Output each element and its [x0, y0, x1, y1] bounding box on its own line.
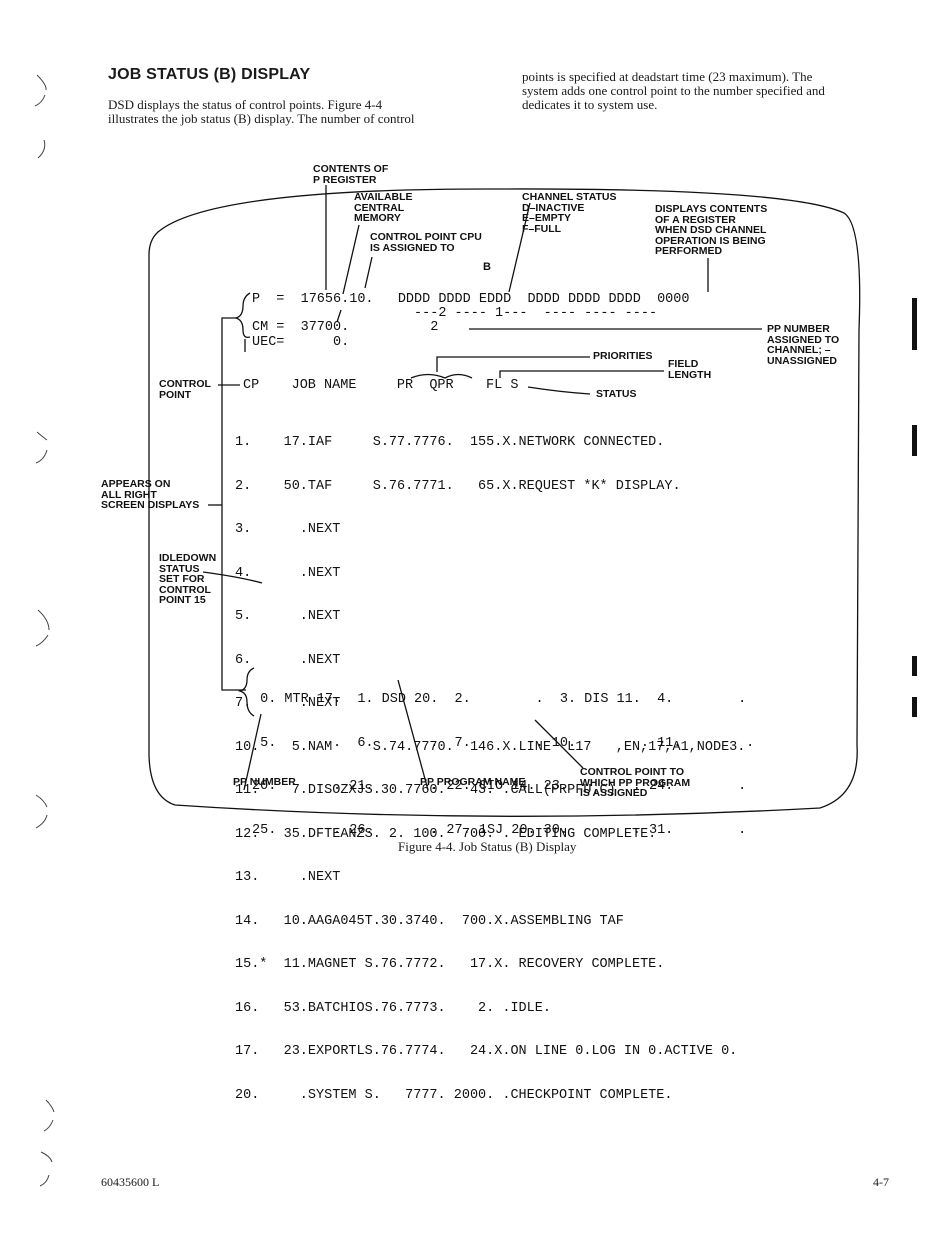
- control-point-row: 3. .NEXT: [235, 522, 341, 537]
- para-left-line-1: DSD displays the status of control point…: [108, 97, 383, 112]
- pp-row: 20. . 21. . 22. CIO 14. 23. . 24. .: [252, 779, 747, 794]
- screen-cm-line: CM = 37700. 2: [252, 320, 439, 335]
- intro-paragraph-left: DSD displays the status of control point…: [108, 98, 490, 126]
- pointer-pp-number: [243, 713, 262, 791]
- control-point-row: 7. .NEXT: [235, 696, 341, 711]
- screen-p-line: P = 17656.10. DDDD DDDD EDDD DDDD DDDD D…: [252, 292, 690, 307]
- pointer-pp-program-name: [397, 679, 429, 791]
- annotation-cp-pp-program: CONTROL POINT TO WHICH PP PROGRAM IS ASS…: [580, 766, 691, 799]
- annotation-contents-p: CONTENTS OF P REGISTER: [313, 163, 389, 186]
- pp-table: 0. MTR 17. 1. DSD 20. 2. . 3. DIS 11. 4.…: [252, 664, 754, 853]
- change-bar: [912, 697, 917, 717]
- para-right-line-3: dedicates it to system use.: [522, 97, 658, 112]
- annotation-channel-status: CHANNEL STATUS D–INACTIVE E–EMPTY F–FULL: [522, 191, 617, 235]
- footer-page-number: 4-7: [873, 1175, 889, 1189]
- annotation-idledown: IDLEDOWN STATUS SET FOR CONTROL POINT 15: [159, 552, 217, 606]
- figure-caption: Figure 4-4. Job Status (B) Display: [398, 839, 577, 854]
- para-left-line-2: illustrates the job status (B) display. …: [108, 111, 415, 126]
- pointer-available-cm: [342, 224, 360, 295]
- annotation-priorities: PRIORITIES: [593, 350, 653, 362]
- pointer-channel-status: [508, 202, 531, 293]
- intro-paragraph-right: points is specified at deadstart time (2…: [522, 70, 906, 112]
- annotation-pp-number: PP NUMBER: [233, 776, 296, 788]
- pointer-cp-pp-program: [534, 719, 584, 769]
- pointer-field-length: [499, 370, 664, 378]
- pointer-cp-cpu: [364, 256, 373, 289]
- control-point-row: 4. .NEXT: [235, 565, 341, 581]
- screen-dash-line: ---2 ---- 1--- ---- ---- ----: [252, 306, 658, 321]
- pp-row: 0. MTR 17. 1. DSD 20. 2. . 3. DIS 11. 4.…: [252, 692, 747, 707]
- screen-header-line: CP JOB NAME PR QPR FL S: [243, 378, 519, 393]
- pointer-idledown: [202, 571, 263, 584]
- annotation-displays-a: DISPLAYS CONTENTS OF A REGISTER WHEN DSD…: [655, 203, 768, 257]
- section-heading: JOB STATUS (B) DISPLAY: [108, 66, 311, 83]
- pointer-cm-value: [336, 309, 342, 323]
- pp-row: 25. . 26. . 27. 1SJ 20. 30. . 31. .: [252, 822, 747, 838]
- control-point-row: 11. 7.DISOZXJS.30.7760. 43. .CALL(PRPFU.…: [235, 783, 616, 798]
- footer-doc-number: 60435600 L: [101, 1175, 160, 1189]
- annotation-pp-assigned: PP NUMBER ASSIGNED TO CHANNEL; – UNASSIG…: [767, 323, 840, 367]
- bracket-appears-on: [221, 317, 246, 691]
- pointer-status: [527, 386, 591, 395]
- control-point-row: 16. 53.BATCHIOS.76.7773. 2. .IDLE.: [235, 1000, 551, 1016]
- change-bar: [912, 425, 917, 456]
- control-point-row: 5. .NEXT: [235, 609, 341, 624]
- annotation-appears-on: APPEARS ON ALL RIGHT SCREEN DISPLAYS: [101, 478, 200, 511]
- screen-outline: [148, 188, 861, 817]
- control-point-row: 10. 5.NAM S.74.7770. 146.X.LINE L17 ,EN,…: [235, 739, 746, 755]
- change-bar: [912, 656, 917, 676]
- screen-uec-line: UEC= 0.: [252, 335, 350, 350]
- control-point-row: 12. 35.DFTEANZS. 2. 100. 700. . EDITING …: [235, 826, 657, 842]
- annotation-available-cm: AVAILABLE CENTRAL MEMORY: [354, 191, 413, 224]
- control-point-row: 1. 17.IAF S.77.7776. 155.X.NETWORK CONNE…: [235, 435, 665, 450]
- control-point-row: 15.* 11.MAGNET S.76.7772. 17.X. RECOVERY…: [235, 957, 665, 972]
- change-bar: [912, 298, 917, 350]
- control-point-row: 2. 50.TAF S.76.7771. 65.X.REQUEST *K* DI…: [235, 478, 681, 494]
- para-right-line-2: system adds one control point to the num…: [522, 83, 825, 98]
- annotation-cp-cpu: CONTROL POINT CPU IS ASSIGNED TO: [370, 231, 482, 254]
- annotation-control-point: CONTROL POINT: [159, 378, 211, 401]
- control-point-row: 20. .SYSTEM S. 7777. 2000. .CHECKPOINT C…: [235, 1087, 673, 1103]
- pointer-priorities: [436, 356, 590, 372]
- control-point-row: 14. 10.AAGA045T.30.3740. 700.X.ASSEMBLIN…: [235, 913, 624, 929]
- annotation-field-length: FIELD LENGTH: [668, 358, 712, 381]
- annotation-pp-program-name: PP PROGRAM NAME: [420, 776, 526, 788]
- priority-brace: [410, 373, 473, 379]
- control-point-table: 1. 17.IAF S.77.7776. 155.X.NETWORK CONNE…: [235, 407, 745, 1118]
- control-point-row: 17. 23.EXPORTLS.76.7774. 24.X.ON LINE 0.…: [235, 1044, 738, 1059]
- annotation-b-label: B: [483, 261, 491, 273]
- control-point-row: 13. .NEXT: [235, 870, 341, 885]
- pp-row: 5. . 6. . 7. . 10. . 11. .: [252, 735, 755, 751]
- para-right-line-1: points is specified at deadstart time (2…: [522, 69, 813, 84]
- annotation-status: STATUS: [596, 388, 637, 400]
- control-point-row: 6. .NEXT: [235, 652, 341, 668]
